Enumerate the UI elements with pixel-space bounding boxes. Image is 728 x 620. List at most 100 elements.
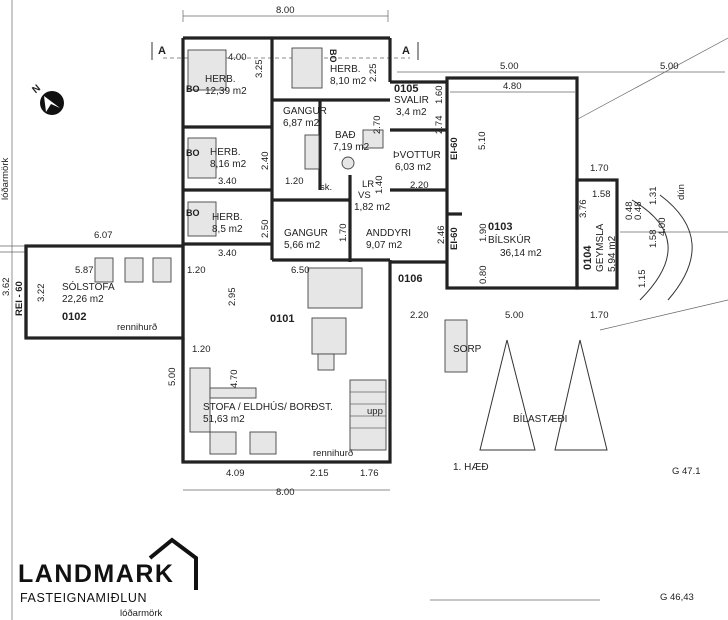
top-dimensions: 8.00 5.00 5.00 4.80 xyxy=(182,5,725,93)
dim-1-58: 1.58 xyxy=(592,189,611,200)
room-herb3-area: 8,16 m2 xyxy=(210,159,247,170)
room-0106-code: 0106 xyxy=(398,273,422,285)
dim-4-00: 4.00 xyxy=(228,52,247,63)
dim-2-25: 2.25 xyxy=(368,64,379,83)
label-sk: sk. xyxy=(320,182,332,193)
room-herb2-area: 8,10 m2 xyxy=(330,76,367,87)
dim-1-70a: 1.70 xyxy=(590,163,609,174)
dim-top-5-right: 5.00 xyxy=(660,61,679,72)
room-solstofa-code: 0102 xyxy=(62,311,86,323)
room-stofa-name: STOFA / ELDHÚS/ BORÐST. xyxy=(203,400,333,413)
building-walls xyxy=(24,36,619,464)
dim-5-87: 5.87 xyxy=(75,265,94,276)
room-geymsla-code: 0104 xyxy=(582,245,594,270)
bo-label: BO xyxy=(328,49,338,63)
room-gangur2-area: 5,66 m2 xyxy=(284,240,321,251)
room-thvottur-area: 6,03 m2 xyxy=(395,162,432,173)
room-anddyri-name: ANDDYRI xyxy=(366,228,411,239)
label-renni-sunroom: rennihurð xyxy=(117,322,157,333)
dim-0-80: 0.80 xyxy=(478,266,489,285)
compass-letter: N xyxy=(30,83,43,96)
dim-top-5-garage: 5.00 xyxy=(500,61,519,72)
floor-title: 1. HÆÐ xyxy=(453,462,489,473)
label-path-dun: dún xyxy=(676,184,687,200)
dim-1-40: 1.40 xyxy=(374,176,385,195)
room-bilskur-name: BÍLSKÚR xyxy=(488,233,531,246)
dim-4-70: 4.70 xyxy=(229,370,240,389)
dim-top-8: 8.00 xyxy=(276,5,295,16)
dim-2-20b: 2.20 xyxy=(410,310,429,321)
room-bad-name: BAÐ xyxy=(335,130,356,141)
dim-5-10: 5.10 xyxy=(477,132,488,151)
room-geymsla-area: 5,94 m2 xyxy=(607,235,618,272)
dim-1-20b: 1.20 xyxy=(187,265,206,276)
label-renni-living: rennihurð xyxy=(313,448,353,459)
section-markers: A A xyxy=(151,42,419,60)
dim-5-00-left: 5.00 xyxy=(167,368,178,387)
section-a-right: A xyxy=(402,45,410,57)
bo-label: BO xyxy=(186,148,200,158)
label-lodarmork-bottom: lóðarmörk xyxy=(120,608,162,619)
dim-1-15: 1.15 xyxy=(637,270,648,289)
dimension-labels: 4.00 3.25 2.25 1.60 2.70 2.74 5.10 2.40 … xyxy=(1,52,668,498)
room-thvottur-name: ÞVOTTUR xyxy=(393,150,441,161)
dim-2-74: 2.74 xyxy=(434,116,445,135)
dim-4-09: 4.09 xyxy=(226,468,245,479)
label-lodarmork-left: lóðarmörk xyxy=(0,158,11,200)
label-ei-1: EI-60 xyxy=(449,137,460,160)
room-herb4-area: 8,5 m2 xyxy=(212,224,243,235)
logo-house-icon xyxy=(148,537,198,590)
logo-subtitle: FASTEIGNAMIÐLUN xyxy=(20,591,148,605)
label-upp: upp xyxy=(367,406,383,417)
dim-1-58b: 1.58 xyxy=(648,230,659,249)
dim-5-00-bottom: 5.00 xyxy=(505,310,524,321)
dim-1-70b: 1.70 xyxy=(338,224,349,243)
room-vs-label: VS xyxy=(358,190,371,201)
room-svalir-code: 0105 xyxy=(394,83,418,95)
room-bad-area: 7,19 m2 xyxy=(333,142,370,153)
bo-label: BO xyxy=(186,84,200,94)
room-solstofa-name: SÓLSTOFA xyxy=(62,280,115,293)
dim-2-95: 2.95 xyxy=(227,288,238,307)
room-bilskur-area: 36,14 m2 xyxy=(500,248,542,259)
room-svalir-area: 3,4 m2 xyxy=(396,107,427,118)
dim-1-31: 1.31 xyxy=(648,187,659,206)
room-geymsla-name: GEYMSLA xyxy=(595,223,606,272)
room-gangur1-area: 6,87 m2 xyxy=(283,118,320,129)
dim-2-70: 2.70 xyxy=(372,116,383,135)
label-bilastaedi: BÍLASTÆÐI xyxy=(513,412,567,425)
bo-labels: BO BO BO BO xyxy=(186,49,338,218)
room-labels: HERB. 12,39 m2 HERB. 8,10 m2 HERB. 8,16 … xyxy=(62,64,618,425)
room-lr-label: LR xyxy=(362,179,374,190)
furniture xyxy=(94,47,693,455)
dim-1-20c: 1.20 xyxy=(192,344,211,355)
label-sorp: SORP xyxy=(453,344,482,355)
label-g-upper: G 47.1 xyxy=(672,466,701,477)
dim-0-48b: 0.48 xyxy=(633,202,644,221)
dim-1-70c: 1.70 xyxy=(590,310,609,321)
room-gangur2-name: GANGUR xyxy=(284,228,328,239)
dim-2-46: 2.46 xyxy=(436,226,447,245)
room-herb1-area: 12,39 m2 xyxy=(205,86,247,97)
dim-3-62: 3.62 xyxy=(1,278,12,297)
room-herb1-name: HERB. xyxy=(205,74,236,85)
dim-4-00b: 4.00 xyxy=(657,218,668,237)
label-ei-2: EI-60 xyxy=(449,227,460,250)
room-bilskur-code: 0103 xyxy=(488,221,512,233)
dim-6-07: 6.07 xyxy=(94,230,113,241)
dim-3-76: 3.76 xyxy=(578,200,589,219)
room-lr-area: 1,82 m2 xyxy=(354,202,391,213)
dim-2-20a: 2.20 xyxy=(410,180,429,191)
dim-bottom-8: 8.00 xyxy=(276,487,295,498)
dim-3-40b: 3.40 xyxy=(218,248,237,259)
label-g-lower: G 46,43 xyxy=(660,592,694,603)
dim-4-80: 4.80 xyxy=(503,81,522,92)
room-main-code: 0101 xyxy=(270,313,294,325)
dim-0-48a: 0.48 xyxy=(624,202,635,221)
room-herb3-name: HERB. xyxy=(210,147,241,158)
room-herb2-name: HERB. xyxy=(330,64,361,75)
logo-name: LANDMARK xyxy=(18,560,175,588)
dim-2-15: 2.15 xyxy=(310,468,329,479)
room-gangur1-name: GANGUR xyxy=(283,106,327,117)
